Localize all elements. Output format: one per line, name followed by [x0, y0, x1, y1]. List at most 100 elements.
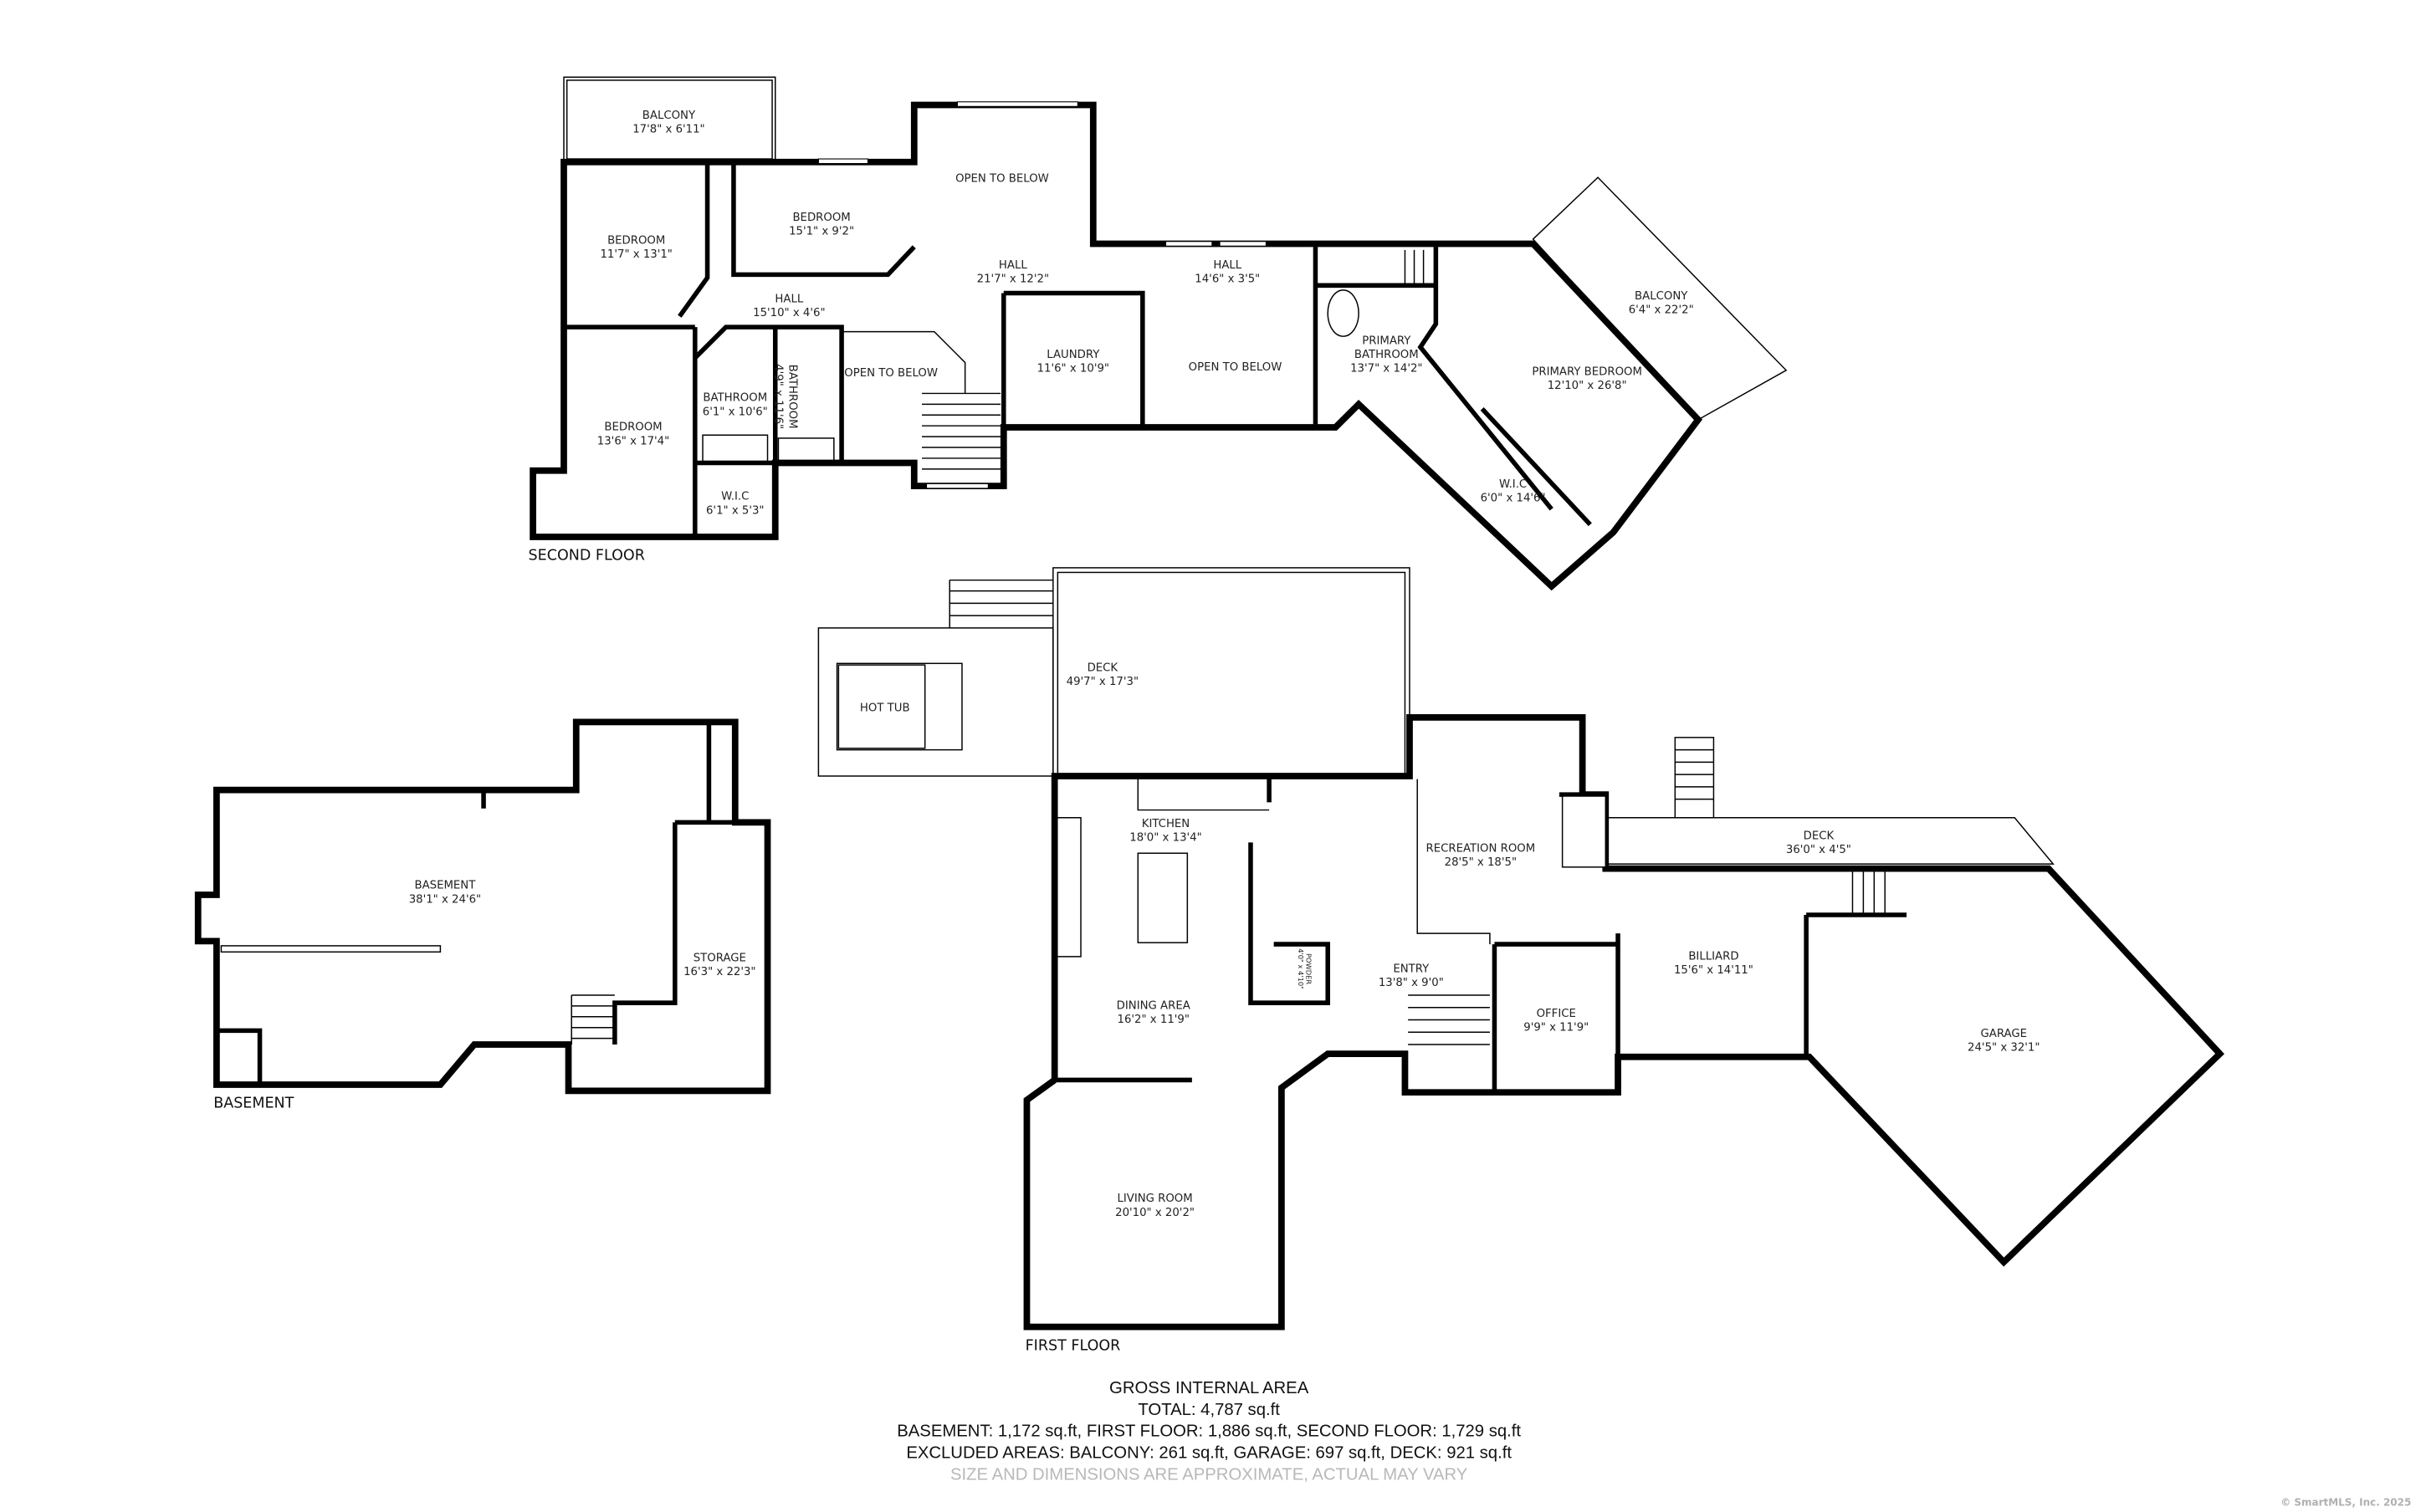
floor-title-first: FIRST FLOOR	[1026, 1337, 1121, 1354]
room-name: DECK	[1088, 662, 1118, 675]
bathtub-icon	[1327, 289, 1359, 337]
second-floor-plan: BALCONY 17'8" x 6'11" BEDROOM 11'7" x 13…	[529, 76, 1788, 591]
room-name: GARAGE	[1981, 1028, 2028, 1040]
counters	[1057, 779, 1491, 958]
room-dims: 4'9" x 11'6"	[772, 364, 785, 429]
room-dims: 6'1" x 5'3"	[706, 504, 765, 517]
window	[817, 158, 868, 165]
room-dims: 24'5" x 32'1"	[1968, 1041, 2040, 1054]
room-name: LAUNDRY	[1047, 349, 1100, 361]
room-name: DINING AREA	[1117, 1000, 1190, 1013]
entry-stairs	[1408, 994, 1490, 1045]
deck-stairs	[949, 579, 1053, 628]
room-name: STORAGE	[694, 952, 746, 964]
room-name: BEDROOM	[792, 212, 850, 224]
room-dims: 11'6" x 10'9"	[1037, 363, 1109, 375]
window	[1164, 241, 1213, 247]
room-name: BATHROOM	[786, 365, 798, 429]
room-dims: 9'9" x 11'9"	[1523, 1021, 1589, 1034]
floor-title-second: SECOND FLOOR	[529, 548, 645, 564]
hot-tub-frame	[836, 662, 963, 751]
room-name: HALL	[775, 294, 803, 306]
room-name: W.I.C	[1499, 478, 1527, 491]
room-dims: 4'0" x 4'10"	[1297, 948, 1305, 989]
room-name: OPEN TO BELOW	[1189, 361, 1282, 374]
summary-excluded: EXCLUDED AREAS: BALCONY: 261 sq.ft, GARA…	[906, 1443, 1512, 1462]
room-dims: 20'10" x 20'2"	[1115, 1207, 1195, 1219]
room-dims: 13'7" x 14'2"	[1350, 363, 1422, 375]
room-name: HALL	[999, 259, 1027, 272]
room-name: BILLIARD	[1688, 951, 1738, 963]
summary-total: TOTAL: 4,787 sq.ft	[1138, 1401, 1280, 1419]
summary-floors: BASEMENT: 1,172 sq.ft, FIRST FLOOR: 1,88…	[897, 1423, 1521, 1441]
hot-tub-deck	[817, 627, 1054, 777]
garage-stairs	[1851, 871, 1886, 914]
powder-label: POWDER 4'0" x 4'10"	[1297, 948, 1313, 989]
side-deck-stairs	[1674, 737, 1715, 819]
stair-treads	[1675, 748, 1714, 800]
room-name: BASEMENT	[415, 880, 477, 892]
room-dims: 6'4" x 22'2"	[1629, 304, 1694, 317]
basement-plan: BASEMENT 38'1" x 24'6" STORAGE 16'3" x 2…	[194, 718, 771, 1112]
room-name: KITCHEN	[1142, 818, 1190, 830]
room-name-line2: BATHROOM	[1354, 349, 1419, 361]
room-name: BATHROOM	[703, 392, 767, 405]
room-dims: 49'7" x 17'3"	[1067, 676, 1139, 688]
room-name: HOT TUB	[860, 702, 910, 714]
room-name: POWDER	[1304, 953, 1313, 984]
room-dims: 16'3" x 22'3"	[683, 966, 755, 978]
basement-outer-walls	[194, 718, 771, 1095]
railing	[842, 249, 1425, 394]
room-name: PRIMARY BEDROOM	[1532, 365, 1642, 378]
room-dims: 11'7" x 13'1"	[600, 248, 672, 261]
basement-stairs	[571, 994, 615, 1045]
room-name: DECK	[1804, 830, 1835, 843]
summary-disclaimer: SIZE AND DIMENSIONS ARE APPROXIMATE, ACT…	[950, 1465, 1468, 1484]
room-name: W.I.C	[721, 491, 749, 503]
room-dims: 28'5" x 18'5"	[1445, 856, 1517, 869]
bathtub-icon	[777, 437, 835, 462]
room-dims: 6'0" x 14'6"	[1481, 493, 1546, 505]
room-dims: 12'10" x 26'8"	[1548, 380, 1627, 392]
second-floor-outer-walls	[530, 101, 1703, 591]
basement-interior-walls	[216, 722, 768, 1085]
bathtub-icon	[702, 434, 769, 462]
room-name: PRIMARY	[1362, 335, 1411, 347]
floor-title-basement: BASEMENT	[213, 1096, 294, 1112]
hot-tub	[837, 664, 926, 749]
room-name: HALL	[1213, 259, 1241, 272]
window	[925, 483, 989, 489]
room-name: OPEN TO BELOW	[844, 367, 938, 380]
room-name: BALCONY	[1635, 290, 1688, 303]
summary-heading: GROSS INTERNAL AREA	[1109, 1379, 1309, 1397]
room-dims: 36'0" x 4'5"	[1786, 844, 1851, 856]
first-floor-interior-walls	[1054, 775, 1907, 1093]
room-dims: 17'8" x 6'11"	[632, 124, 704, 136]
room-name: OPEN TO BELOW	[955, 173, 1049, 186]
room-dims: 6'1" x 10'6"	[703, 406, 768, 418]
room-dims: 14'6" x 3'5"	[1195, 273, 1260, 286]
room-dims: 15'10" x 4'6"	[753, 307, 825, 319]
fireplace	[1561, 795, 1607, 868]
vertical-bathroom-label: BATHROOM 4'9" x 11'6"	[772, 364, 799, 429]
area-summary: GROSS INTERNAL AREA TOTAL: 4,787 sq.ft B…	[897, 1379, 1521, 1484]
room-name: ENTRY	[1393, 963, 1430, 975]
room-dims: 21'7" x 12'2"	[977, 273, 1049, 286]
room-dims: 38'1" x 24'6"	[409, 893, 481, 906]
room-name: BALCONY	[642, 110, 696, 122]
room-dims: 13'6" x 17'4"	[597, 435, 669, 447]
room-name: RECREATION ROOM	[1426, 842, 1536, 855]
basement-beam	[220, 945, 442, 953]
room-dims: 13'8" x 9'0"	[1379, 977, 1444, 989]
first-floor-outer-walls	[1023, 714, 2224, 1331]
room-name: LIVING ROOM	[1117, 1193, 1192, 1205]
room-dims: 15'1" x 9'2"	[789, 225, 854, 238]
copyright-watermark: © SmartMLS, Inc. 2025	[2280, 1497, 2411, 1509]
window	[956, 101, 1078, 107]
window	[1219, 241, 1267, 247]
room-name: OFFICE	[1537, 1008, 1576, 1020]
room-name: BEDROOM	[607, 234, 665, 247]
second-floor-interior-walls	[563, 161, 1592, 538]
kitchen-island	[1137, 852, 1189, 943]
